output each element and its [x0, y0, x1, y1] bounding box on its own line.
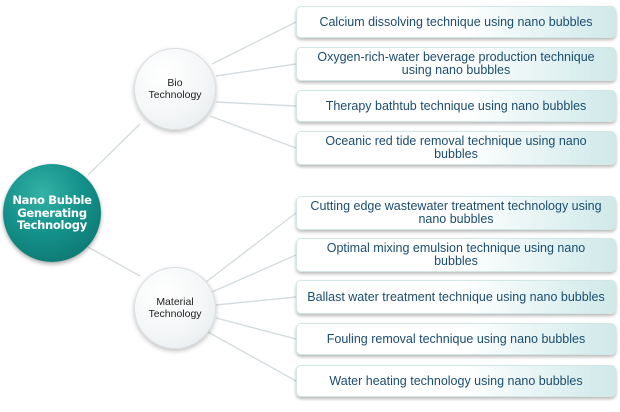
leaf-box-calcium-dissolving: Calcium dissolving technique using nano …: [296, 6, 616, 38]
connector-material-leaf-1: [205, 212, 297, 283]
leaf-box-water-heating: Water heating technology using nano bubb…: [296, 365, 616, 397]
connector-material-leaf-3: [215, 296, 297, 306]
connector-material-leaf-4: [215, 317, 297, 340]
branch-node-material-label: Material Technology: [148, 296, 202, 320]
leaf-label: Oceanic red tide removal technique using…: [325, 134, 587, 161]
leaf-box-therapy-bathtub: Therapy bathtub technique using nano bub…: [296, 90, 616, 122]
leaf-label: Calcium dissolving technique using nano …: [319, 14, 593, 29]
leaf-box-wastewater-treatment: Cutting edge wastewater treatment techno…: [296, 196, 616, 230]
connector-root-material: [87, 246, 141, 277]
connector-root-bio: [87, 123, 141, 176]
leaf-box-mixing-emulsion: Optimal mixing emulsion technique using …: [296, 238, 616, 272]
branch-node-bio-label: Bio Technology: [148, 77, 202, 101]
leaf-label: Optimal mixing emulsion technique using …: [326, 241, 586, 268]
connector-bio-leaf-3: [215, 101, 297, 107]
leaf-box-oxygen-rich-water: Oxygen-rich-water beverage production te…: [296, 47, 616, 81]
connector-bio-leaf-4: [209, 115, 297, 149]
leaf-box-oceanic-red-tide: Oceanic red tide removal technique using…: [296, 131, 616, 165]
root-node-label: Nano Bubble Generating Technology: [12, 193, 92, 233]
root-node: Nano Bubble Generating Technology: [3, 164, 101, 262]
connector-bio-leaf-2: [215, 63, 297, 77]
leaf-label: Cutting edge wastewater treatment techno…: [310, 199, 602, 226]
leaf-label: Ballast water treatment technique using …: [307, 289, 605, 304]
leaf-label: Water heating technology using nano bubb…: [329, 373, 583, 388]
connector-bio-leaf-1: [211, 21, 297, 65]
leaf-box-ballast-water: Ballast water treatment technique using …: [296, 280, 616, 314]
leaf-label: Therapy bathtub technique using nano bub…: [325, 98, 587, 113]
branch-node-material: Material Technology: [134, 267, 216, 349]
leaf-label: Fouling removal technique using nano bub…: [326, 331, 586, 346]
branch-node-bio: Bio Technology: [134, 48, 216, 130]
leaf-box-fouling-removal: Fouling removal technique using nano bub…: [296, 323, 616, 355]
leaf-label: Oxygen-rich-water beverage production te…: [317, 50, 595, 77]
connector-material-leaf-5: [207, 331, 297, 382]
connector-material-leaf-2: [211, 254, 297, 293]
